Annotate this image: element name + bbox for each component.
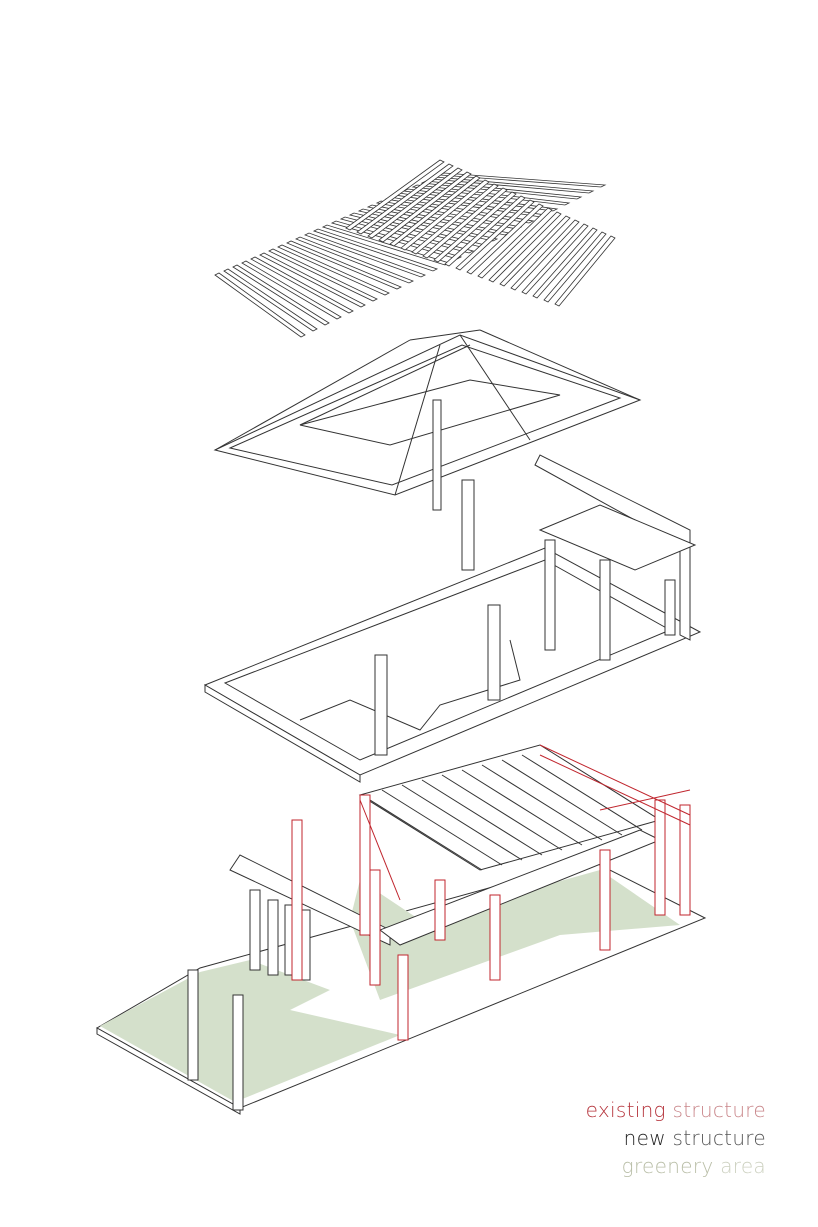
roof-slat	[214, 272, 306, 338]
roof-slat	[345, 159, 445, 231]
pergola-slat	[421, 779, 543, 856]
roof-rafter	[479, 329, 641, 401]
roof-frame-inner	[228, 344, 622, 486]
roof-slat	[433, 191, 517, 263]
roof-slat	[268, 248, 378, 302]
existing-column	[397, 954, 409, 1041]
roof-slat	[367, 167, 463, 239]
existing-column	[359, 794, 371, 936]
roof-rafter	[299, 344, 471, 426]
roof-slat	[510, 219, 580, 291]
new-column	[187, 969, 199, 1081]
roof-slat	[241, 260, 342, 320]
upper-frame-top	[538, 504, 697, 571]
roof-rafter	[394, 344, 441, 496]
existing-beam	[539, 744, 691, 816]
upper-column	[461, 479, 475, 571]
roof-slat	[466, 203, 544, 275]
existing-column	[489, 894, 501, 981]
new-column	[267, 899, 279, 976]
legend-existing-structure: existing structure	[585, 1098, 766, 1122]
roof-rafter	[409, 329, 481, 341]
roof-slat	[554, 235, 616, 307]
upper-room-outline	[299, 639, 521, 731]
roof-slat	[295, 236, 414, 284]
roof-slat	[286, 240, 402, 290]
roof-slat	[250, 256, 354, 314]
roof-slat	[277, 244, 390, 296]
existing-column	[599, 849, 611, 951]
roof-slat	[422, 187, 508, 259]
new-column	[232, 994, 244, 1111]
roof-rafter	[214, 339, 411, 451]
pergola-slat	[361, 794, 483, 871]
roof-slat	[378, 171, 472, 243]
pergola-slat	[481, 764, 603, 841]
roof-slat	[356, 163, 454, 235]
roof-post	[432, 399, 442, 511]
upper-frame-post	[544, 539, 556, 651]
roof-slat	[521, 223, 589, 295]
pergola-slat	[401, 784, 523, 861]
roof-frame	[213, 329, 642, 511]
roof-slats	[214, 159, 616, 338]
roof-slat	[223, 268, 318, 332]
roof-slat	[532, 227, 598, 299]
upper-slab-edge	[204, 684, 361, 783]
legend: existing structure new structure greener…	[586, 1096, 766, 1180]
existing-beam	[359, 799, 401, 901]
greenery-area	[100, 960, 400, 1102]
ground-slab-edge	[96, 1027, 241, 1115]
existing-column	[369, 869, 381, 986]
roof-rafter	[459, 334, 531, 441]
legend-new-structure: new structure	[623, 1126, 766, 1150]
ground-floor	[95, 744, 707, 1115]
roof-slat	[477, 207, 553, 279]
pergola-slat	[461, 769, 583, 846]
upper-column	[374, 654, 388, 756]
roof-slat	[312, 228, 439, 272]
existing-beam	[539, 754, 691, 826]
roof-frame-center	[299, 379, 561, 446]
upper-frame-post	[664, 579, 676, 636]
roof-slat	[400, 179, 490, 251]
roof-slat	[444, 195, 526, 267]
new-column	[249, 889, 261, 971]
legend-greenery-area: greenery area	[621, 1154, 766, 1178]
roof-slat	[389, 175, 481, 247]
roof-slat	[543, 231, 607, 303]
roof-slat	[411, 183, 499, 255]
greenery-area	[350, 870, 680, 1000]
existing-column	[679, 804, 691, 916]
upper-slab	[203, 547, 702, 776]
existing-column	[291, 819, 303, 981]
roof-slat	[488, 211, 562, 283]
existing-column	[654, 799, 666, 916]
roof-slat	[259, 252, 366, 308]
roof-slat	[499, 215, 571, 287]
roof-slat	[455, 199, 535, 271]
upper-frame-post	[599, 559, 611, 661]
existing-beam	[599, 789, 691, 811]
existing-column	[434, 879, 446, 941]
roof-slat	[303, 232, 427, 278]
pergola-slat	[381, 789, 503, 866]
roof-slat	[232, 264, 330, 326]
upper-floor	[203, 454, 702, 783]
pergola-slat	[521, 754, 643, 831]
pergola-slat	[441, 774, 563, 851]
upper-column	[487, 604, 501, 701]
pergola-slat	[501, 759, 623, 836]
